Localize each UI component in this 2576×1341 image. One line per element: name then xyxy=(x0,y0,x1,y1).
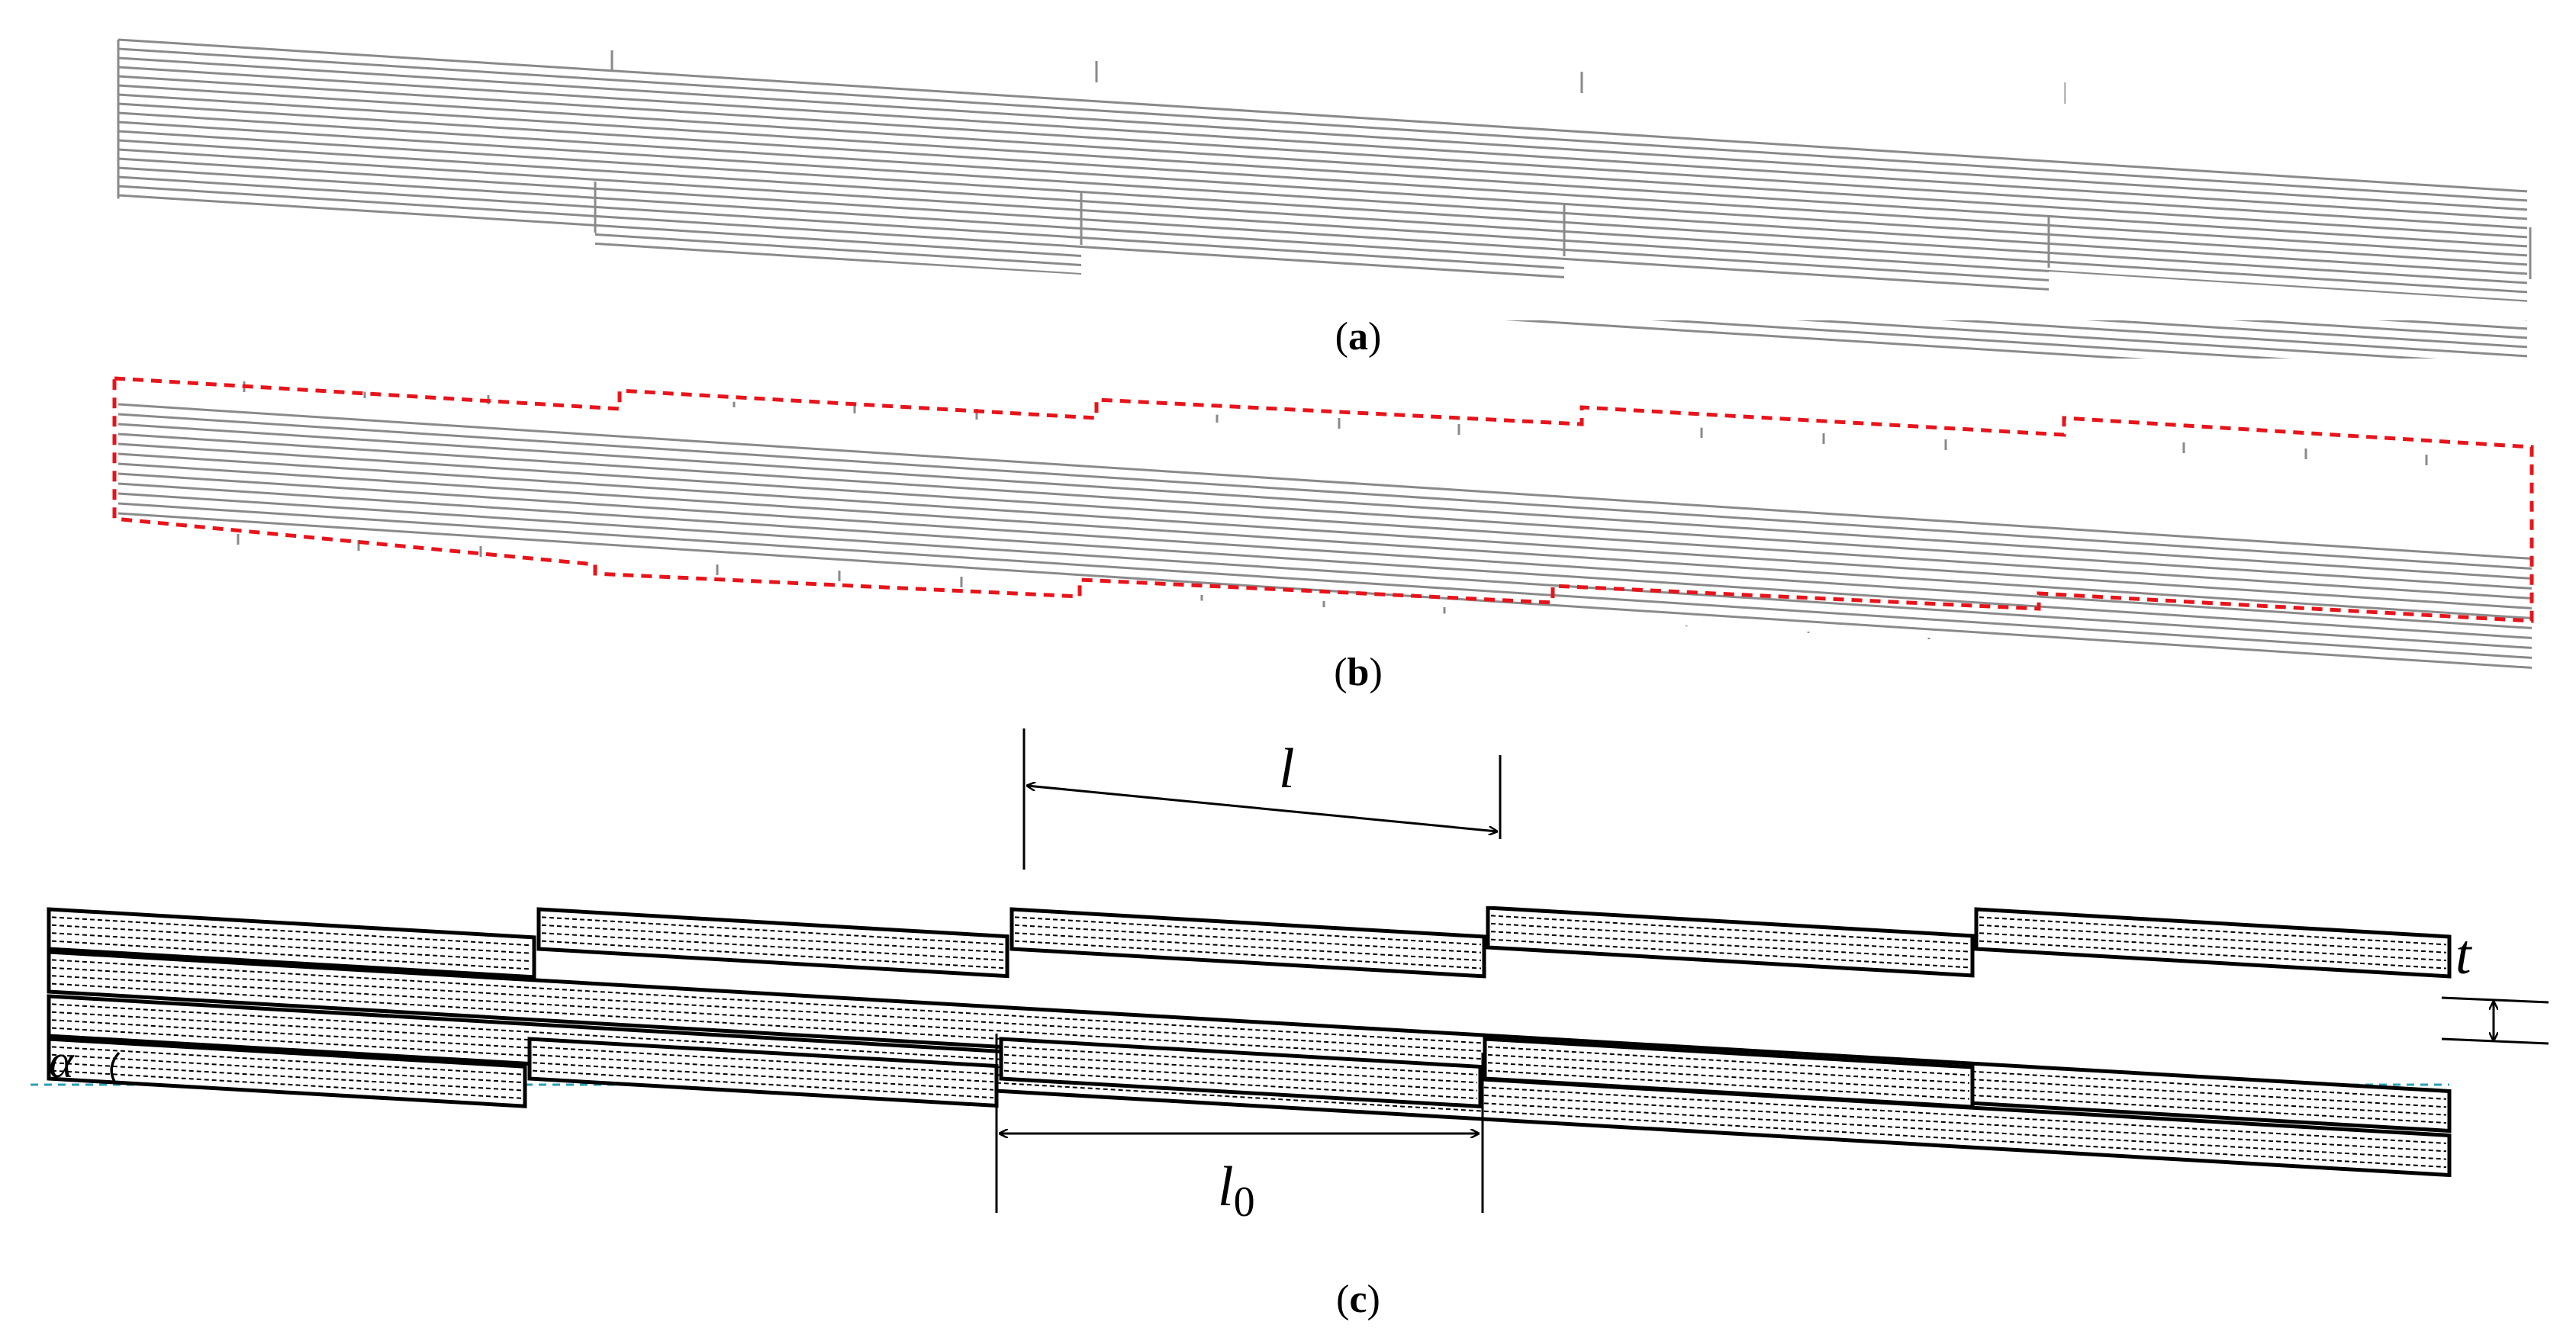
symbol-l0: l0 xyxy=(1218,1156,1255,1226)
lamina-bottom-4 xyxy=(1483,1037,1975,1109)
panel-b-lamina-stack-outlined xyxy=(0,359,2576,717)
hatch-line xyxy=(1979,940,2447,970)
hatch-line xyxy=(51,959,2447,1100)
lamina-line xyxy=(118,56,2528,211)
lamina-line xyxy=(118,433,2533,590)
hatch-line xyxy=(532,1062,994,1091)
mask-top xyxy=(0,839,2576,909)
hatch-line xyxy=(51,1027,2447,1169)
hatch-line xyxy=(51,1046,523,1076)
hatch-line xyxy=(51,932,532,963)
hatch-line xyxy=(51,975,2447,1116)
hatch-line xyxy=(1003,1062,1478,1092)
lamina-line xyxy=(118,38,2528,193)
hatch-line xyxy=(532,1053,994,1083)
lamina-bottom-1 xyxy=(47,1037,527,1108)
hatch-line xyxy=(1487,1046,1970,1076)
hatch-line xyxy=(532,1069,994,1099)
lamina-line xyxy=(118,93,2528,248)
lamina-line xyxy=(118,66,2528,220)
mask-bottom xyxy=(0,183,2576,320)
caption-a: (a) xyxy=(1335,315,1382,359)
lamina-line xyxy=(118,492,2533,649)
hatch-line xyxy=(1490,938,1970,969)
angle-alpha: α xyxy=(49,1036,121,1088)
lamina-top-5 xyxy=(1974,907,2452,979)
lamina-bottom-3 xyxy=(999,1037,1483,1109)
lamina-line xyxy=(118,84,2528,239)
hatch-line xyxy=(51,1062,523,1092)
lamina-line xyxy=(118,442,2533,600)
lamina-top-3 xyxy=(1009,907,1486,979)
hatch-line xyxy=(1487,1069,1970,1100)
hatch-line xyxy=(1490,922,1970,953)
lamina-line xyxy=(118,482,2533,639)
hatch-line xyxy=(1487,1053,1970,1084)
hatch-line xyxy=(51,924,532,954)
lamina-line xyxy=(118,139,2528,294)
lamina-top-4 xyxy=(1486,905,1975,978)
lamina-line xyxy=(118,130,2528,285)
symbol-l: l xyxy=(1279,738,1295,800)
hatch-line xyxy=(51,1053,523,1083)
lamina-line xyxy=(118,121,2528,275)
lamina-line xyxy=(118,423,2533,580)
panel-c-schematic xyxy=(0,839,2576,1178)
symbol-t: t xyxy=(2455,924,2473,986)
hatch-line xyxy=(1490,931,1970,961)
panel-a-lamina-stack xyxy=(0,0,2576,385)
hatch-line xyxy=(541,916,1005,946)
lamina-line xyxy=(118,502,2533,659)
symbol-alpha: α xyxy=(49,1036,75,1088)
mask-top xyxy=(0,0,2576,137)
hatch-line xyxy=(1979,916,2447,946)
dimension-l: l xyxy=(1022,728,1502,870)
lamina-line xyxy=(118,462,2533,619)
hatch-line xyxy=(1490,915,1970,945)
hatch-line xyxy=(1014,932,1482,962)
hatch-line xyxy=(51,1069,523,1099)
hatch-line xyxy=(1003,1053,1478,1084)
lamina-line xyxy=(118,472,2533,629)
lamina-line xyxy=(118,413,2533,570)
hatch-line xyxy=(541,940,1005,970)
hatch-line xyxy=(51,966,2447,1108)
lamina-line xyxy=(118,403,2533,560)
dimension-l0: l0 xyxy=(995,1034,1484,1226)
hatch-line xyxy=(1979,924,2447,953)
mask-top xyxy=(0,359,2576,447)
mask-bottom xyxy=(0,534,2576,717)
dimension-l-arrow xyxy=(1027,786,1497,831)
hatch-line xyxy=(51,916,532,947)
hatch-line xyxy=(51,940,532,970)
caption-b: (b) xyxy=(1334,651,1383,694)
hatch-line xyxy=(532,1046,994,1075)
lamina-top-2 xyxy=(536,907,1009,979)
hatch-line xyxy=(1014,916,1482,946)
lamina-line xyxy=(118,47,2528,202)
lamina-line xyxy=(118,102,2528,257)
hatch-line xyxy=(1979,932,2447,962)
lamina-line xyxy=(118,148,2528,303)
hatch-line xyxy=(1014,924,1482,953)
hatch-line xyxy=(1003,1069,1478,1100)
lamina-line xyxy=(118,111,2528,266)
hatch-line xyxy=(541,932,1005,961)
caption-c: (c) xyxy=(1336,1278,1380,1321)
hatch-line xyxy=(1003,1046,1478,1076)
lamina-line xyxy=(118,75,2528,230)
hatch-line xyxy=(1014,940,1482,970)
dimension-t: t xyxy=(2441,924,2549,1045)
hatch-line xyxy=(541,924,1005,953)
lamina-top-1 xyxy=(47,907,536,979)
hatch-line xyxy=(1487,1062,1970,1092)
lamina-line xyxy=(118,452,2533,609)
outline-dashed xyxy=(112,376,2534,623)
